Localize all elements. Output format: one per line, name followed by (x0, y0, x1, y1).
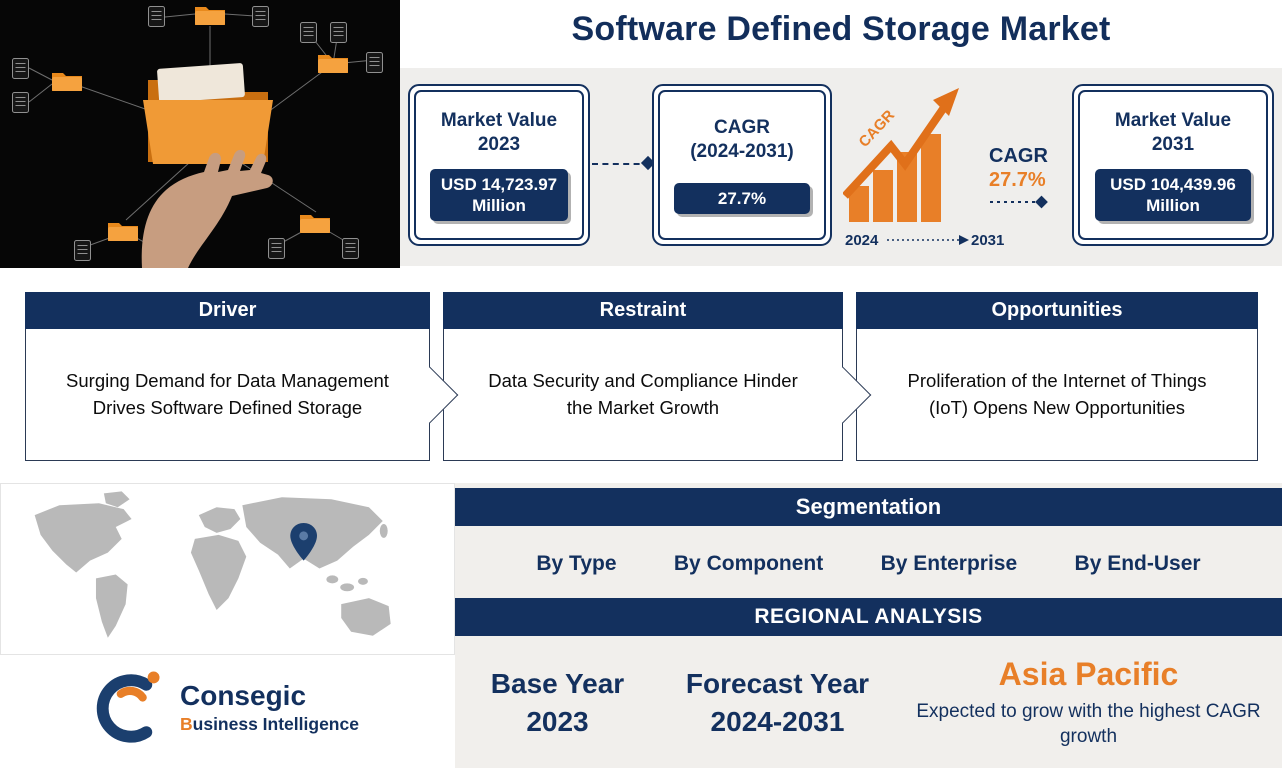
restraint-text: Data Security and Compliance Hinder the … (488, 369, 798, 418)
region-note: Expected to grow with the highest CAGR g… (916, 700, 1261, 748)
chart-year-start: 2024 (845, 232, 879, 249)
logo-tagline: Business Intelligence (180, 714, 359, 735)
chart-arrowhead-icon (933, 88, 959, 116)
cagr-card-badge: 27.7% (673, 182, 811, 215)
seg-item-by-component: By Component (673, 552, 824, 575)
cagr-card-label: CAGR (2024-2031) (690, 116, 794, 165)
segmentation-items: By Type By Component By Enterprise By En… (455, 538, 1282, 590)
hero-image (0, 0, 400, 268)
forecast-year: Forecast Year 2024-2031 (660, 665, 895, 741)
dotted-connector (592, 155, 656, 171)
big-folder-icon (143, 63, 273, 164)
logo-text: Consegic Business Intelligence (180, 679, 359, 736)
market-value-2031-label: Market Value 2031 (1115, 109, 1231, 158)
logo-company-name: Consegic (180, 679, 307, 711)
opportunities-text: Proliferation of the Internet of Things … (907, 369, 1207, 418)
opportunities-panel-body: Proliferation of the Internet of Things … (856, 329, 1258, 461)
forecast-year-label: Forecast Year (685, 668, 870, 700)
base-year-label: Base Year (490, 668, 625, 700)
market-value-2023-card: Market Value 2023 USD 14,723.97 Million (408, 84, 590, 246)
opportunities-panel-header: Opportunities (856, 292, 1258, 329)
label-year: 2031 (1151, 134, 1195, 156)
segmentation-header: Segmentation (455, 488, 1282, 526)
regional-analysis-header: REGIONAL ANALYSIS (455, 598, 1282, 636)
label-text: Market Value (1114, 109, 1232, 131)
restraint-panel-header: Restraint (443, 292, 843, 329)
chart-trend-arrow (843, 103, 949, 199)
label-text: Market Value (440, 109, 558, 131)
hand (141, 149, 273, 268)
tagline-rest: usiness Intelligence (192, 714, 359, 735)
regional-analysis-row: Base Year 2023 Forecast Year 2024-2031 A… (455, 638, 1282, 768)
label-year: 2023 (477, 134, 521, 156)
chart-bar (849, 186, 869, 222)
consegic-logo-icon (96, 671, 160, 743)
base-year: Base Year 2023 (455, 665, 660, 741)
seg-item-by-end-user: By End-User (1074, 552, 1201, 575)
seg-item-by-type: By Type (536, 552, 617, 575)
region-name: Asia Pacific (998, 655, 1179, 692)
chart-bar (873, 170, 893, 222)
segmentation-panel: Segmentation By Type By Component By Ent… (455, 483, 1282, 768)
region-highlight: Asia Pacific Expected to grow with the h… (895, 656, 1282, 750)
market-value-2023-badge: USD 14,723.97 Million (430, 168, 568, 222)
world-map-box (0, 483, 455, 655)
chart-bar (897, 152, 917, 222)
company-logo: Consegic Business Intelligence (88, 662, 359, 754)
chart-cagr-label: CAGR (989, 145, 1048, 167)
forecast-year-value: 2024-2031 (710, 706, 845, 737)
chart-year-end: 2031 (971, 232, 1004, 249)
market-value-2031-badge: USD 104,439.96 Million (1094, 168, 1252, 222)
driver-panel-header: Driver (25, 292, 430, 329)
chart-cagr-value: 27.7% (989, 169, 1046, 191)
restraint-panel-body: Data Security and Compliance Hinder the … (443, 329, 843, 461)
market-value-2023-label: Market Value 2023 (441, 109, 557, 158)
market-value-2031-card: Market Value 2031 USD 104,439.96 Million (1072, 84, 1274, 246)
label-text: CAGR (714, 116, 770, 138)
driver-panel-body: Surging Demand for Data Management Drive… (25, 329, 430, 461)
continents (34, 491, 391, 638)
location-pin-icon (290, 523, 317, 561)
chart-bar (921, 134, 941, 222)
growth-chart: CAGR CAGR 27.7% 2024 2031 (843, 88, 1048, 249)
cagr-card: CAGR (2024-2031) 27.7% (652, 84, 832, 246)
base-year-value: 2023 (526, 706, 589, 737)
hero-illustration (12, 6, 383, 268)
driver-text: Surging Demand for Data Management Drive… (66, 369, 389, 418)
tagline-initial: B (180, 714, 193, 735)
diamond-endpoint (1035, 195, 1048, 209)
seg-item-by-enterprise: By Enterprise (880, 552, 1018, 575)
page-title: Software Defined Storage Market (571, 10, 1111, 48)
world-map (34, 491, 391, 638)
year-arrowhead-icon (959, 235, 969, 245)
label-range: (2024-2031) (690, 141, 794, 163)
